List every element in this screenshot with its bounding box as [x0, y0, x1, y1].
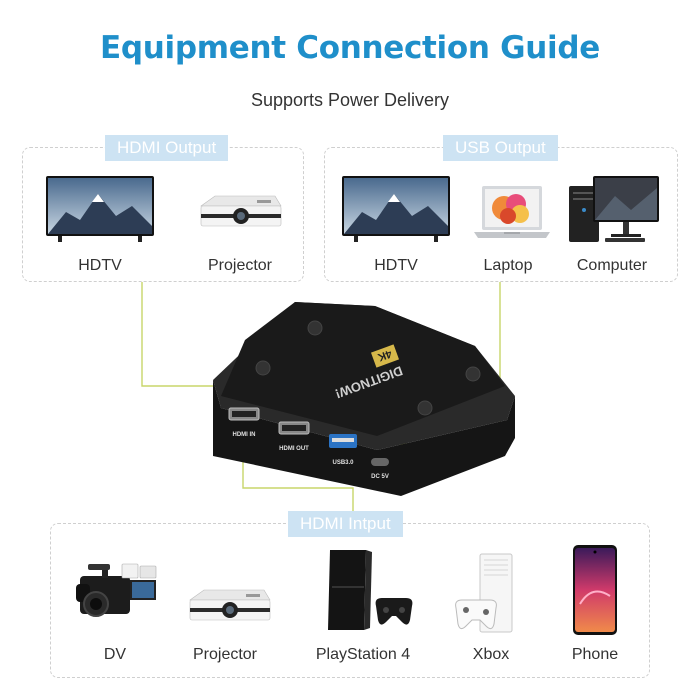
usb-output-hdtv-label: HDTV: [374, 257, 418, 274]
capture-device: 4K DIGITNOW! HDMI IN HDMI OUT USB3.0 DC …: [205, 300, 525, 503]
xbox-console-icon: [452, 552, 524, 639]
smartphone-icon: [572, 544, 618, 641]
hdmi-output-projector-label: Projector: [207, 257, 273, 274]
page-title: Equipment Connection Guide: [99, 30, 600, 66]
playstation-console-icon: [324, 548, 416, 639]
page-subtitle: Supports Power Delivery: [250, 90, 450, 110]
hdmi-input-ps4-label: PlayStation 4: [315, 646, 411, 663]
usb-output-computer-label: Computer: [576, 257, 648, 274]
port-dc-label: DC 5V: [371, 474, 389, 480]
projector-icon: [186, 588, 272, 629]
desktop-computer-icon: [565, 176, 665, 249]
port-usb-label: USB3.0: [332, 460, 354, 466]
camcorder-icon: [74, 562, 166, 627]
laptop-icon: [474, 186, 550, 247]
hdmi-output-hdtv-label: HDTV: [78, 257, 122, 274]
hdmi-input-tag: HDMI Intput: [288, 511, 403, 537]
hdmi-output-tag: HDMI Output: [105, 135, 229, 161]
port-hdmi-in-label: HDMI IN: [233, 432, 256, 438]
port-hdmi-out-label: HDMI OUT: [279, 446, 309, 452]
hdmi-input-projector-label: Projector: [192, 646, 258, 663]
hdmi-input-phone-label: Phone: [571, 646, 619, 663]
usb-output-tag: USB Output: [443, 135, 558, 161]
capture-badge: 4K: [376, 347, 393, 363]
tv-icon: [46, 176, 154, 249]
hdmi-input-xbox-label: Xbox: [472, 646, 510, 663]
tv-icon: [342, 176, 450, 249]
usb-output-laptop-label: Laptop: [483, 257, 533, 274]
projector-icon: [197, 194, 283, 235]
hdmi-input-dv-label: DV: [103, 646, 127, 663]
